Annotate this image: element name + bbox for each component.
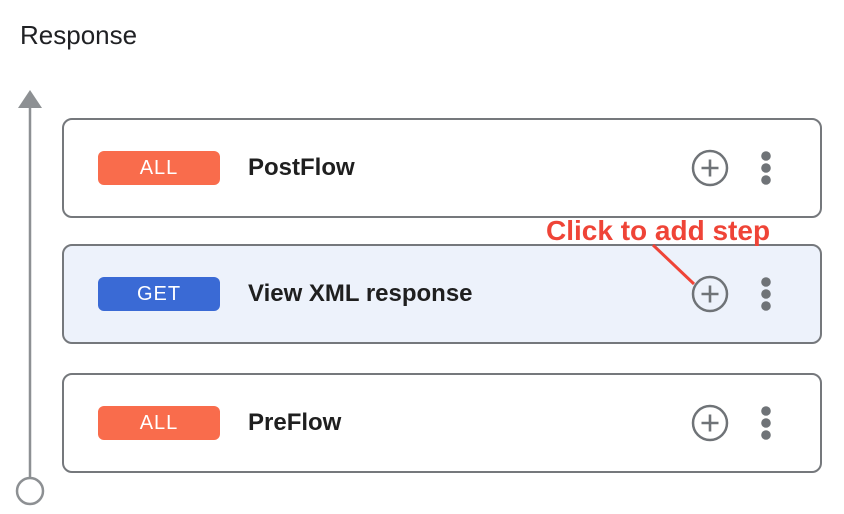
- method-badge: GET: [98, 277, 220, 311]
- card-menu-button[interactable]: [760, 276, 772, 312]
- flow-name: PostFlow: [248, 154, 355, 181]
- method-badge: ALL: [98, 151, 220, 185]
- add-step-button[interactable]: [690, 148, 730, 188]
- flow-card-preflow[interactable]: ALL PreFlow: [62, 373, 822, 473]
- flow-direction-arrow: [15, 90, 45, 506]
- flow-name: View XML response: [248, 280, 473, 307]
- add-step-button[interactable]: [690, 274, 730, 314]
- card-actions: [690, 274, 772, 314]
- add-step-button[interactable]: [690, 403, 730, 443]
- kebab-menu-icon: [761, 406, 771, 440]
- card-menu-button[interactable]: [760, 150, 772, 186]
- up-arrowhead-icon: [18, 90, 42, 108]
- kebab-menu-icon: [761, 151, 771, 185]
- plus-circle-icon: [691, 149, 729, 187]
- flow-name: PreFlow: [248, 409, 342, 436]
- flow-start-circle-icon: [15, 476, 45, 506]
- flow-card-list: ALL PostFlow: [62, 0, 822, 514]
- flow-card-view-xml-response[interactable]: GET View XML response: [62, 244, 822, 344]
- card-menu-button[interactable]: [760, 405, 772, 441]
- kebab-menu-icon: [761, 277, 771, 311]
- plus-circle-icon: [691, 275, 729, 313]
- card-actions: [690, 148, 772, 188]
- plus-circle-icon: [691, 404, 729, 442]
- card-actions: [690, 403, 772, 443]
- annotation-click-to-add-step: Click to add step: [546, 215, 771, 246]
- flow-card-postflow[interactable]: ALL PostFlow: [62, 118, 822, 218]
- page-title: Response: [20, 20, 138, 50]
- method-badge: ALL: [98, 406, 220, 440]
